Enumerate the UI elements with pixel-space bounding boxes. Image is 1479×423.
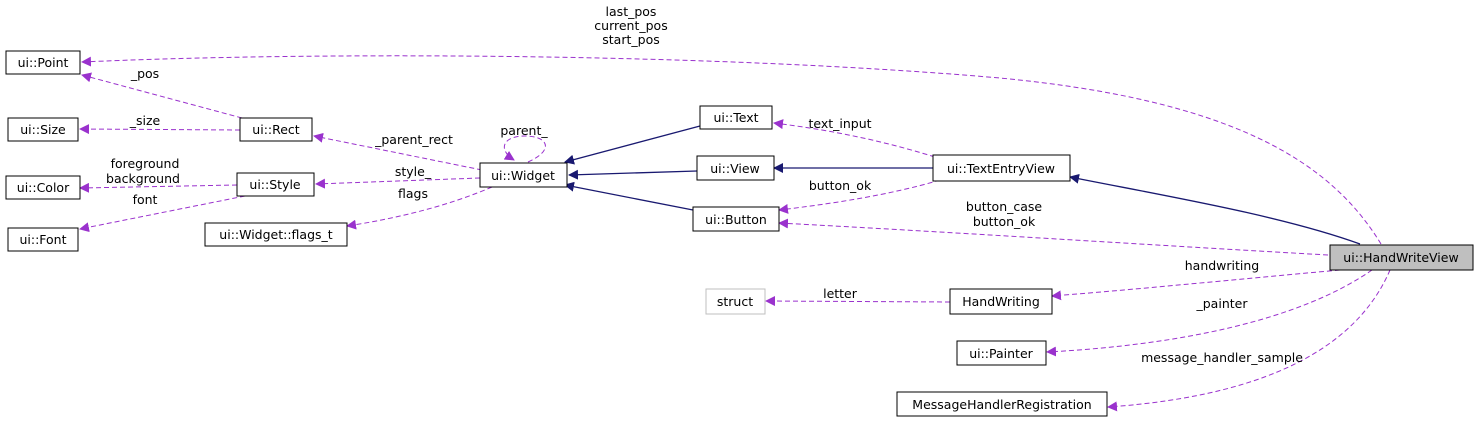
node-flags-t-label: ui::Widget::flags_t — [219, 227, 332, 242]
edge-rect-size — [79, 124, 241, 135]
edge-hwv-handwriting — [1051, 269, 1341, 301]
label-foreground: foreground — [111, 156, 180, 171]
node-color[interactable]: ui::Color — [5, 175, 81, 200]
label-background: background — [106, 171, 180, 186]
edge-hwv-button — [778, 218, 1329, 256]
node-style[interactable]: ui::Style — [236, 172, 315, 197]
label-current-pos: current_pos — [594, 18, 667, 33]
node-handwriteview[interactable]: ui::HandWriteView — [1329, 244, 1474, 271]
node-msghandler-label: MessageHandlerRegistration — [912, 397, 1091, 412]
node-font-label: ui::Font — [19, 232, 66, 247]
label-style: style_ — [395, 164, 432, 179]
label-button-case: button_case — [966, 199, 1043, 214]
node-rect[interactable]: ui::Rect — [239, 117, 313, 142]
edge-widget-style — [315, 177, 481, 189]
node-point[interactable]: ui::Point — [5, 50, 81, 75]
edge-button-widget — [564, 181, 694, 211]
edge-tev-button — [778, 179, 941, 214]
node-handwriting[interactable]: HandWriting — [949, 288, 1053, 315]
edge-widget-self — [503, 135, 546, 163]
label-letter: letter — [823, 286, 858, 301]
label-last-pos: last_pos — [606, 4, 657, 19]
label-font: font — [133, 192, 158, 207]
label-start-pos: start_pos — [602, 32, 659, 47]
node-text-label: ui::Text — [713, 110, 758, 125]
node-widget[interactable]: ui::Widget — [479, 162, 568, 188]
label-flags: flags — [398, 186, 428, 201]
node-style-label: ui::Style — [249, 177, 301, 192]
label-parent-rect: _parent_rect — [374, 132, 453, 147]
node-handwriting-label: HandWriting — [962, 294, 1040, 309]
node-size-label: ui::Size — [20, 122, 66, 137]
node-handwriteview-label: ui::HandWriteView — [1343, 250, 1458, 265]
edge-style-color — [79, 182, 238, 193]
label-size: _size — [129, 113, 161, 128]
node-view-label: ui::View — [710, 161, 759, 176]
node-textentryview[interactable]: ui::TextEntryView — [932, 154, 1071, 182]
node-widget-label: ui::Widget — [491, 168, 555, 183]
edge-widget-rect — [313, 132, 483, 171]
label-handwriting: handwriting — [1185, 258, 1260, 273]
label-text-input: text_input — [808, 116, 871, 131]
node-textentryview-label: ui::TextEntryView — [947, 161, 1055, 176]
edge-hwv-painter — [1046, 269, 1373, 357]
node-button[interactable]: ui::Button — [692, 206, 780, 232]
node-size[interactable]: ui::Size — [7, 117, 79, 142]
node-struct-label: struct — [717, 294, 753, 309]
node-color-label: ui::Color — [17, 180, 70, 195]
label-parent: parent_ — [500, 123, 548, 138]
node-text[interactable]: ui::Text — [699, 105, 773, 130]
edge-hwv-msghandler — [1107, 269, 1391, 412]
node-view[interactable]: ui::View — [696, 155, 775, 181]
edge-style-font — [79, 195, 246, 233]
edge-rect-point — [81, 72, 243, 119]
label-button-ok-hwv: button_ok — [973, 214, 1036, 229]
node-struct[interactable]: struct — [705, 288, 766, 315]
edge-handwriting-struct — [765, 296, 951, 307]
node-point-label: ui::Point — [18, 55, 69, 70]
node-font[interactable]: ui::Font — [7, 227, 79, 252]
label-button-ok-tev: button_ok — [809, 178, 872, 193]
edge-hwv-tev — [1069, 173, 1361, 245]
edge-widget-flags — [346, 186, 493, 230]
edge-handwriteview-point — [81, 55, 1382, 245]
node-msghandler[interactable]: MessageHandlerRegistration — [896, 391, 1108, 417]
label-message-handler-sample: message_handler_sample — [1141, 350, 1303, 365]
edge-text-widget — [564, 125, 701, 165]
edge-tev-text — [773, 119, 936, 158]
node-painter-label: ui::Painter — [969, 346, 1033, 361]
edge-view-widget — [568, 169, 698, 180]
label-pos: _pos — [130, 66, 159, 81]
node-flags-t[interactable]: ui::Widget::flags_t — [204, 222, 348, 247]
node-button-label: ui::Button — [705, 212, 767, 227]
node-painter[interactable]: ui::Painter — [956, 340, 1047, 366]
label-painter: _painter — [1196, 296, 1249, 311]
node-rect-label: ui::Rect — [252, 122, 300, 137]
